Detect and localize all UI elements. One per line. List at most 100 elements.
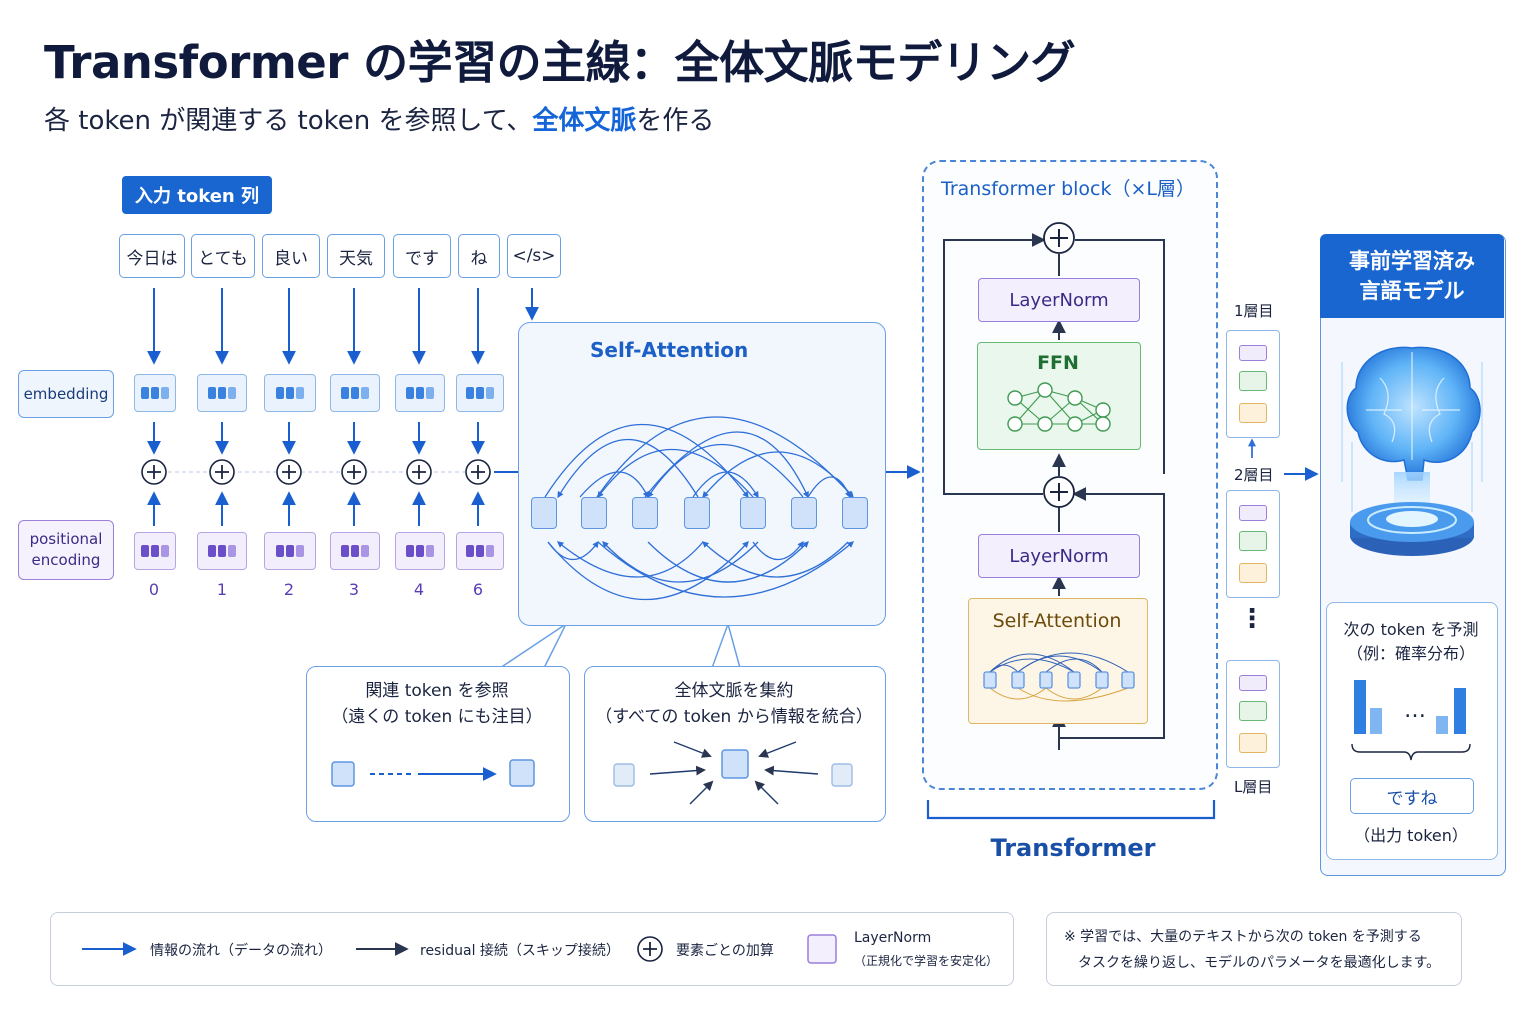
probability-distribution-icon: [1351, 680, 1471, 761]
embedding-vector-4: [395, 374, 445, 412]
callout-aggregate-line2: （すべての token から情報を統合）: [595, 707, 873, 727]
arrows-embedding-to-plus: [147, 422, 485, 455]
layer-sa-cell: [1239, 733, 1267, 753]
block-self-attention-label: Self-Attention: [992, 610, 1122, 632]
arrows-positional-to-plus: [147, 491, 485, 526]
layer-ffn-cell: [1239, 701, 1267, 721]
plus-icon-row: [147, 465, 485, 479]
prediction-line2: （例：確率分布）: [1346, 644, 1475, 663]
token-1: とても: [191, 234, 255, 278]
legend-residual-text: residual 接続（スキップ接続）: [420, 943, 620, 959]
subtitle-highlight: 全体文脈: [532, 106, 637, 136]
legend-layernorm-desc: （正規化で学習を安定化）: [854, 954, 999, 968]
token-5: ね: [458, 234, 500, 278]
model-title-line1: 事前学習済み: [1349, 249, 1475, 273]
layer-ellipsis: ⋮: [1239, 604, 1265, 634]
positional-vector-2: [264, 532, 316, 570]
output-token: ですね: [1350, 778, 1474, 814]
layer-ln-cell: [1239, 505, 1267, 521]
legend-add-icon: [637, 936, 663, 962]
positional-vector-5: [456, 532, 504, 570]
page-subtitle: 各 token が関連する token を参照して、全体文脈を作る: [44, 100, 714, 137]
positional-label-line1: positional: [29, 530, 103, 548]
attention-token-node: [581, 497, 607, 529]
positional-vector-4: [395, 532, 445, 570]
token-3: 天気: [327, 234, 385, 278]
prediction-line1: 次の token を予測: [1343, 620, 1479, 639]
position-number-5: 6: [472, 580, 484, 599]
embedding-vector-1: [197, 374, 247, 412]
embedding-vector-5: [456, 374, 504, 412]
callout-aggregate: [584, 666, 886, 822]
positional-label-line2: encoding: [31, 551, 101, 569]
legend-flow-text: 情報の流れ（データの流れ）: [150, 943, 332, 959]
embedding-label: embedding: [18, 370, 114, 418]
note-line1: ※ 学習では、大量のテキストから次の token を予測する: [1064, 929, 1422, 945]
layer-label-first: 1層目: [1234, 302, 1274, 320]
position-number-2: 2: [283, 580, 295, 599]
positional-encoding-label: positional encoding: [18, 520, 114, 580]
attention-arcs: [544, 416, 854, 600]
ffn-label: FFN: [1037, 352, 1079, 374]
aggregate-illustration: [613, 741, 853, 805]
layer-label-last: L層目: [1234, 778, 1273, 796]
layernorm-lower: LayerNorm: [978, 534, 1140, 578]
legend-symbols: [82, 934, 837, 964]
transformer-label: Transformer: [990, 834, 1156, 862]
note-line2: タスクを繰り返し、モデルのパラメータを最適化します。: [1078, 955, 1441, 971]
positional-vector-0: [134, 532, 176, 570]
ffn-network-icon: [1007, 382, 1111, 432]
legend-panel: [50, 912, 1014, 986]
callout-reference: [306, 666, 570, 822]
layer-label-second: 2層目: [1234, 466, 1274, 484]
layer-sa-cell: [1239, 563, 1267, 583]
attention-token-node: [791, 497, 817, 529]
layer-box-L: [1226, 660, 1280, 768]
prediction-caption: 次の token を予測 （例：確率分布）: [1326, 618, 1496, 666]
token-eos: </s>: [507, 234, 561, 278]
layer-up-arrow: [1248, 438, 1256, 458]
callout-reference-line1: 関連 token を参照: [365, 681, 509, 701]
attention-token-node: [632, 497, 658, 529]
positional-vector-3: [330, 532, 380, 570]
reference-illustration: [331, 759, 535, 787]
block-add-upper: [1043, 222, 1075, 254]
transformer-bracket: [926, 800, 1216, 820]
model-title-line2: 言語モデル: [1359, 279, 1465, 303]
attention-token-node: [531, 497, 557, 529]
model-header: 事前学習済み 言語モデル: [1320, 234, 1504, 318]
token-2: 良い: [262, 234, 320, 278]
brain-icon: [1341, 346, 1483, 556]
subtitle-text-before: 各 token が関連する token を参照して、: [44, 106, 533, 136]
layernorm-upper: LayerNorm: [978, 278, 1140, 322]
embedding-vector-0: [134, 374, 176, 412]
position-number-1: 1: [216, 580, 228, 599]
embedding-vector-2: [264, 374, 316, 412]
page-title: Transformer の学習の主線：全体文脈モデリング: [44, 36, 1076, 89]
layer-ln-cell: [1239, 345, 1267, 361]
block-add-lower: [1043, 476, 1075, 508]
legend-add-text: 要素ごとの加算: [676, 943, 774, 959]
layer-box-1: [1226, 330, 1280, 438]
layer-ffn-cell: [1239, 371, 1267, 391]
layer-sa-cell: [1239, 403, 1267, 423]
attention-token-node: [740, 497, 766, 529]
ffn-box: [977, 342, 1141, 450]
input-token-label: 入力 token 列: [122, 176, 272, 214]
layer-ffn-cell: [1239, 531, 1267, 551]
legend-layernorm-swatch: [807, 934, 837, 964]
attention-token-node: [842, 497, 868, 529]
note-panel: [1046, 912, 1462, 986]
attention-token-node: [684, 497, 710, 529]
layer-box-2: [1226, 490, 1280, 598]
distribution-dots: …: [1404, 698, 1426, 723]
output-token-caption: （出力 token）: [1354, 826, 1468, 845]
layer-ln-cell: [1239, 675, 1267, 691]
subtitle-text-after: を作る: [636, 106, 715, 136]
block-attention-icon: [983, 652, 1135, 702]
legend-layernorm-title: LayerNorm: [854, 930, 932, 946]
callout-pointers: [499, 621, 741, 669]
self-attention-panel: [518, 322, 886, 626]
position-number-3: 3: [348, 580, 360, 599]
positional-vector-1: [197, 532, 247, 570]
